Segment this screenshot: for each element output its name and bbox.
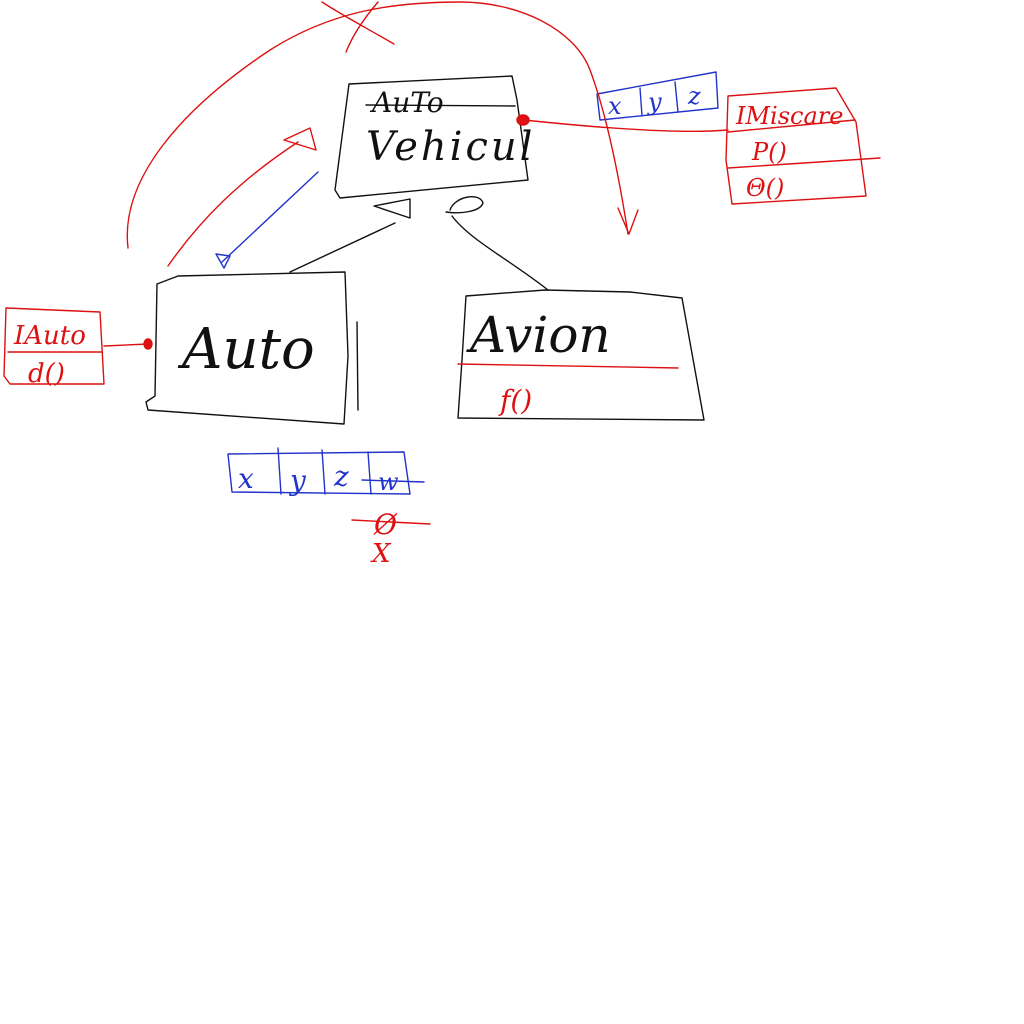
auto-field-w: w: [378, 468, 399, 496]
imiscare-name: IMiscare: [735, 102, 843, 130]
vehicul-field-z: z: [687, 82, 701, 110]
auto-class: Auto: [145, 271, 359, 425]
imiscare-divider-2: [727, 157, 881, 169]
vehicul-class: AuTo Vehicul: [334, 75, 535, 199]
dependency-line: [221, 171, 319, 263]
auto-name: Auto: [177, 317, 315, 382]
auto-field-z: z: [333, 460, 349, 493]
inheritance-line-auto: [289, 222, 396, 273]
auto-field-w-strikethrough: [361, 479, 425, 483]
realization-line-iauto: [103, 343, 149, 347]
vehicul-fields-divider-2: [674, 81, 679, 113]
crossed-mark: X: [370, 539, 392, 569]
avion-class: Avion f(): [457, 289, 705, 421]
imiscare-method-theta: Θ(): [746, 174, 784, 202]
red-arrow-auto-to-vehicul: [167, 141, 299, 267]
lollipop-dot-auto: [143, 338, 153, 350]
vehicul-box-outline: [334, 75, 529, 199]
auto-box-edge-stroke: [356, 321, 359, 411]
empty-set-annotation: Ø X: [351, 508, 431, 569]
red-arc-arrow: [126, 1, 629, 249]
red-cross-stroke-1: [321, 1, 395, 45]
red-arrowhead-vehicul: [283, 127, 317, 151]
auto-iauto-link: [103, 338, 153, 350]
vehicul-field-y: y: [647, 88, 662, 116]
inheritance-line-avion: [451, 215, 549, 291]
imiscare-method-p: P(): [751, 138, 787, 166]
vehicul-imiscare-link: [516, 114, 729, 132]
iauto-interface: IAuto d(): [3, 307, 105, 389]
red-arc-arrowhead: [617, 207, 639, 235]
imiscare-interface: IMiscare P() Θ(): [725, 87, 881, 205]
empty-mark: Ø: [373, 508, 398, 541]
auto-fields-divider-1: [277, 447, 282, 495]
vehicul-fields-outline: [596, 71, 719, 121]
imiscare-box-outline: [725, 87, 867, 205]
dependency-arrowhead: [215, 253, 231, 269]
iauto-name: IAuto: [13, 321, 86, 351]
vehicul-name: Vehicul: [366, 124, 535, 170]
avion-method: f(): [498, 384, 532, 417]
red-association-arrows: [126, 1, 639, 267]
vehicul-field-x: x: [608, 92, 622, 120]
old-name-strikethrough: [365, 104, 516, 107]
inheritance-arrowheads: [373, 195, 484, 219]
vehicul-old-name: AuTo: [369, 86, 444, 119]
lollipop-dot-vehicul: [516, 114, 530, 126]
avion-method-divider: [457, 363, 679, 369]
auto-fields-divider-2: [321, 449, 326, 495]
realization-line-imiscare: [523, 119, 729, 132]
blue-dependency-arrow: [215, 171, 319, 269]
iauto-box-outline: [3, 307, 105, 385]
generalization-triangle-left: [373, 198, 411, 219]
avion-name: Avion: [466, 306, 611, 364]
iauto-method: d(): [28, 359, 65, 389]
auto-fields-divider-3: [367, 451, 372, 495]
red-cross-stroke-2: [345, 1, 379, 53]
auto-field-y: y: [288, 464, 307, 497]
auto-field-x: x: [238, 462, 254, 495]
auto-box-outline: [145, 271, 349, 425]
auto-fields-outline: [227, 451, 411, 495]
vehicul-fields-table: x y z: [596, 71, 719, 121]
vehicul-fields-divider-1: [639, 87, 643, 117]
auto-fields-table: x y z w: [227, 447, 425, 497]
avion-box-outline: [457, 289, 705, 421]
imiscare-divider-1: [727, 119, 856, 133]
generalization-triangle-right: [445, 195, 484, 214]
empty-mark-line: [351, 519, 431, 525]
